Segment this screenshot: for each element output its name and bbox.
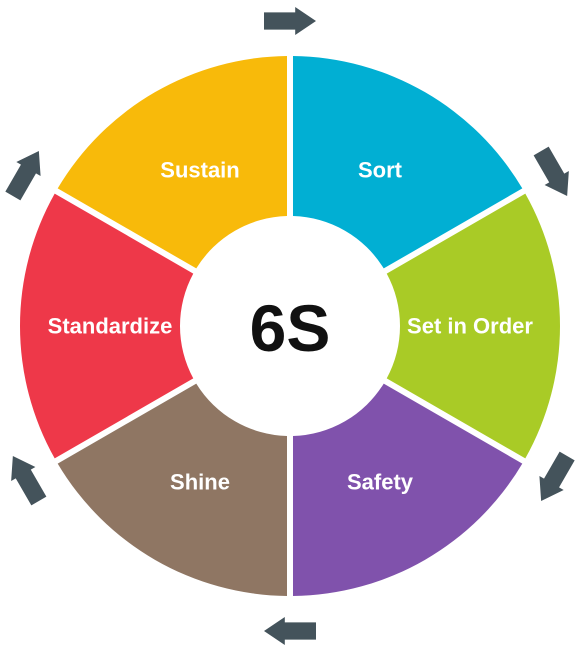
- segment-set-in-order: [386, 193, 560, 459]
- right-arrow-icon: [264, 7, 316, 35]
- segment-label-shine: Shine: [170, 469, 230, 494]
- segment-safety: [292, 383, 523, 596]
- segments-group: [20, 56, 560, 596]
- segment-label-safety: Safety: [347, 469, 414, 494]
- center-hub: [190, 226, 390, 426]
- segment-sustain: [57, 56, 288, 269]
- center-label: 6S: [250, 291, 331, 365]
- cycle-arrows-group: [5, 7, 575, 645]
- right-arrow-icon: [5, 150, 41, 201]
- segment-labels-group: Sort Set in Order Safety Shine Standardi…: [48, 158, 534, 495]
- segment-label-sort: Sort: [358, 158, 403, 183]
- right-arrow-icon: [533, 146, 569, 197]
- segment-label-set-in-order: Set in Order: [407, 314, 533, 339]
- segment-sort: [292, 56, 523, 269]
- segment-shine: [57, 383, 288, 596]
- segment-label-sustain: Sustain: [160, 158, 239, 183]
- segment-standardize: [20, 193, 194, 459]
- right-arrow-icon: [264, 617, 316, 645]
- segment-label-standardize: Standardize: [48, 314, 173, 339]
- right-arrow-icon: [11, 455, 47, 506]
- right-arrow-icon: [539, 451, 575, 502]
